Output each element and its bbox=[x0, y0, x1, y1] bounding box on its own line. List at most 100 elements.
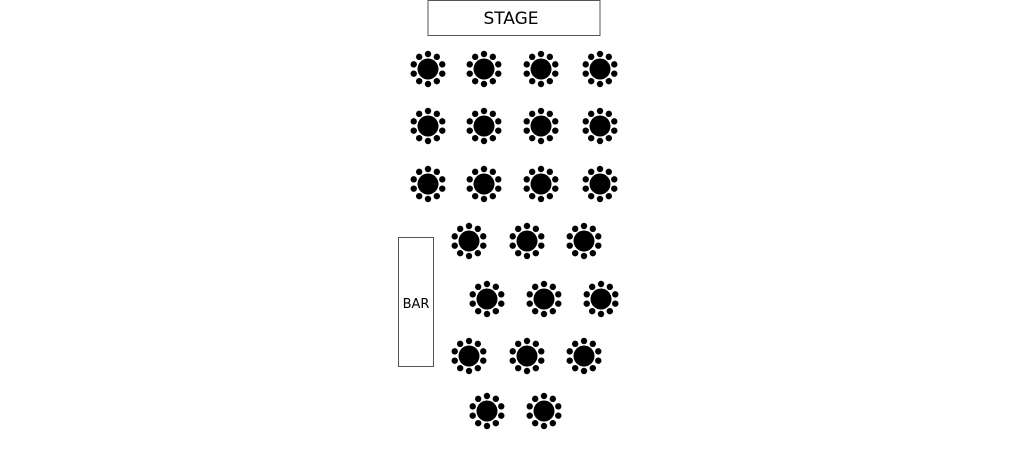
table-top bbox=[530, 58, 552, 80]
seat bbox=[495, 185, 502, 192]
seat bbox=[583, 291, 590, 298]
seat bbox=[580, 252, 588, 260]
seat bbox=[471, 77, 479, 85]
round-table-17 bbox=[526, 280, 562, 318]
seat bbox=[439, 127, 446, 134]
seat bbox=[424, 50, 432, 58]
seat bbox=[451, 357, 458, 364]
seat bbox=[605, 53, 613, 61]
seat bbox=[523, 252, 531, 260]
seat bbox=[415, 77, 423, 85]
table-top bbox=[516, 345, 538, 367]
seat bbox=[439, 61, 446, 68]
table-top bbox=[458, 230, 480, 252]
seat bbox=[597, 310, 605, 318]
seat bbox=[433, 110, 441, 118]
seat bbox=[474, 419, 482, 427]
seat bbox=[580, 367, 588, 375]
seat bbox=[531, 419, 539, 427]
table-top bbox=[473, 115, 495, 137]
seat bbox=[433, 134, 441, 142]
seat bbox=[415, 192, 423, 200]
seat bbox=[555, 412, 562, 419]
round-table-6 bbox=[466, 107, 502, 145]
seat bbox=[571, 340, 579, 348]
seat bbox=[605, 192, 613, 200]
seat bbox=[480, 50, 488, 58]
seat bbox=[611, 118, 618, 125]
round-table-4 bbox=[582, 50, 618, 88]
bar: BAR bbox=[398, 237, 434, 367]
seat bbox=[492, 395, 500, 403]
seat bbox=[612, 300, 619, 307]
seat bbox=[552, 61, 559, 68]
seat bbox=[587, 192, 595, 200]
round-table-13 bbox=[451, 222, 487, 260]
seat bbox=[555, 300, 562, 307]
table-top bbox=[473, 173, 495, 195]
seat bbox=[451, 348, 458, 355]
seat bbox=[611, 70, 618, 77]
table-top bbox=[573, 230, 595, 252]
seat bbox=[528, 77, 536, 85]
seat bbox=[474, 395, 482, 403]
seat bbox=[483, 392, 491, 400]
seat bbox=[410, 70, 417, 77]
seat bbox=[480, 242, 487, 249]
seat bbox=[552, 185, 559, 192]
seat bbox=[474, 225, 482, 233]
seat bbox=[555, 403, 562, 410]
seat bbox=[439, 176, 446, 183]
seat bbox=[540, 310, 548, 318]
table-top bbox=[417, 58, 439, 80]
seat bbox=[582, 185, 589, 192]
seat bbox=[546, 192, 554, 200]
seat bbox=[549, 283, 557, 291]
table-top bbox=[417, 173, 439, 195]
seat bbox=[606, 307, 614, 315]
seat bbox=[523, 367, 531, 375]
seat bbox=[492, 283, 500, 291]
table-top bbox=[476, 288, 498, 310]
seat bbox=[582, 118, 589, 125]
seat bbox=[571, 249, 579, 257]
seat bbox=[532, 340, 540, 348]
seat bbox=[480, 165, 488, 173]
seat bbox=[528, 134, 536, 142]
seat bbox=[474, 340, 482, 348]
seat bbox=[489, 134, 497, 142]
round-table-1 bbox=[410, 50, 446, 88]
seat bbox=[424, 165, 432, 173]
seat bbox=[552, 127, 559, 134]
stage-box bbox=[427, 0, 601, 36]
seat bbox=[549, 307, 557, 315]
seat bbox=[566, 357, 573, 364]
seat bbox=[495, 176, 502, 183]
seat bbox=[606, 283, 614, 291]
seat bbox=[523, 70, 530, 77]
tables bbox=[410, 50, 619, 430]
seat bbox=[424, 137, 432, 145]
seat bbox=[465, 367, 473, 375]
round-table-8 bbox=[582, 107, 618, 145]
round-table-9 bbox=[410, 165, 446, 203]
round-table-18 bbox=[583, 280, 619, 318]
round-table-14 bbox=[509, 222, 545, 260]
seat bbox=[433, 192, 441, 200]
seat bbox=[605, 134, 613, 142]
seat bbox=[523, 222, 531, 230]
seat bbox=[471, 53, 479, 61]
seat bbox=[523, 118, 530, 125]
seat bbox=[596, 165, 604, 173]
seat bbox=[514, 249, 522, 257]
seat bbox=[489, 53, 497, 61]
seat bbox=[589, 340, 597, 348]
round-table-19 bbox=[451, 337, 487, 375]
seat bbox=[410, 176, 417, 183]
seat bbox=[433, 168, 441, 176]
seat bbox=[433, 53, 441, 61]
seat bbox=[537, 165, 545, 173]
table-top bbox=[533, 288, 555, 310]
seat bbox=[410, 118, 417, 125]
seat bbox=[528, 168, 536, 176]
